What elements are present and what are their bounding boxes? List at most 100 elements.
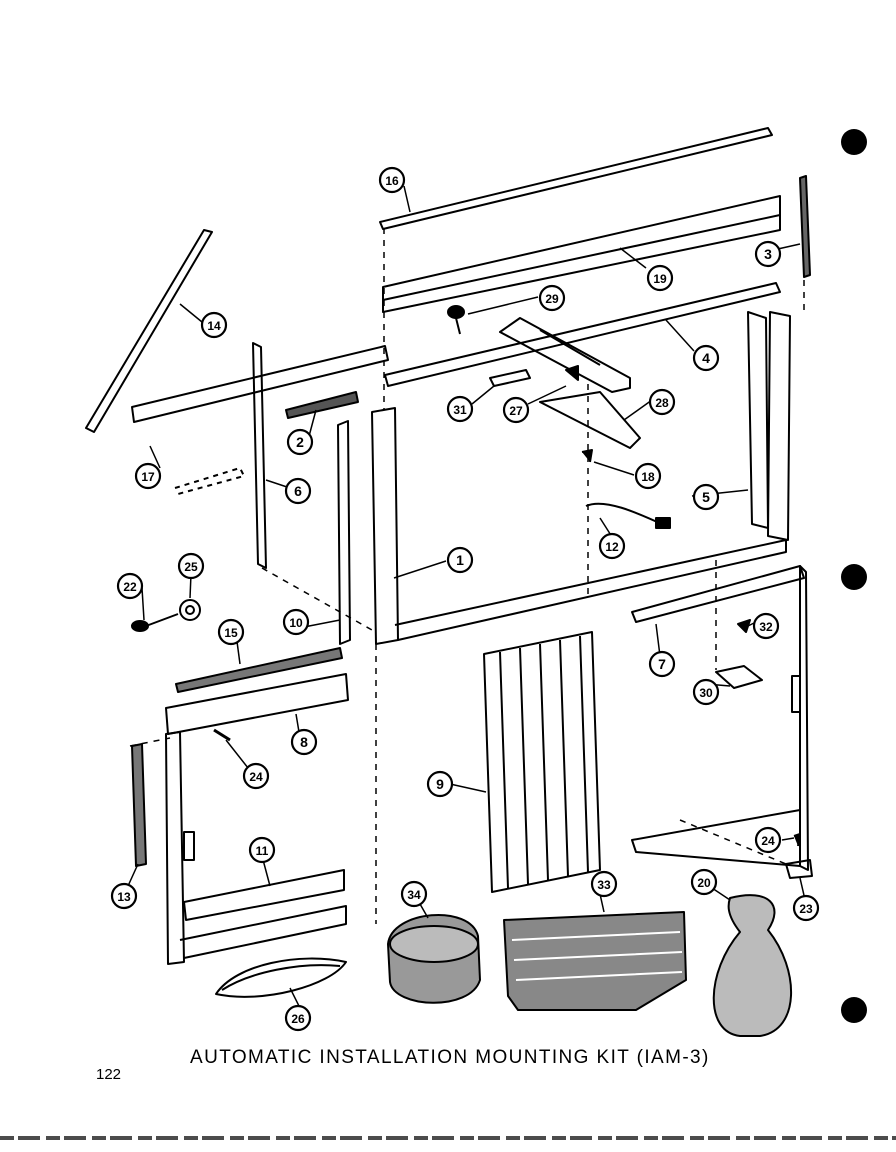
callout-c2: 2 bbox=[286, 428, 314, 456]
callout-label: 34 bbox=[407, 888, 421, 902]
part-9-accordion-panel bbox=[483, 631, 601, 893]
part-5-channel bbox=[747, 311, 769, 529]
callout-label: 25 bbox=[184, 560, 198, 574]
part-20-bag bbox=[712, 894, 793, 1037]
callout-label: 24 bbox=[761, 834, 775, 848]
part-33-foam-strips bbox=[503, 911, 687, 1011]
callout-label: 17 bbox=[141, 470, 155, 484]
callout-label: 23 bbox=[799, 902, 813, 916]
part-29-screw bbox=[447, 305, 465, 319]
callout-label: 14 bbox=[207, 319, 221, 333]
part-31-clip bbox=[489, 369, 531, 387]
callout-c12: 12 bbox=[598, 532, 626, 560]
callout-circle bbox=[648, 650, 676, 678]
part-14-rod bbox=[85, 229, 213, 433]
callout-c29: 29 bbox=[538, 284, 566, 312]
callout-label: 10 bbox=[289, 616, 303, 630]
callout-circle bbox=[646, 264, 674, 292]
binder-hole-middle bbox=[841, 564, 867, 590]
callout-label: 18 bbox=[641, 470, 655, 484]
callout-label: 6 bbox=[294, 483, 302, 499]
left-panel-bottom bbox=[179, 905, 347, 959]
callout-c8: 8 bbox=[290, 728, 318, 756]
part-10-channel bbox=[337, 420, 351, 645]
callout-c24b: 24 bbox=[754, 826, 782, 854]
part-19-top-channel bbox=[382, 195, 781, 313]
callout-c20: 20 bbox=[690, 868, 718, 896]
callout-label: 33 bbox=[597, 878, 611, 892]
callout-circle bbox=[134, 462, 162, 490]
part-6-channel bbox=[252, 342, 267, 569]
callout-c14: 14 bbox=[200, 311, 228, 339]
part-25-spacer bbox=[179, 599, 201, 621]
callout-c9: 9 bbox=[426, 770, 454, 798]
callout-label: 30 bbox=[699, 686, 713, 700]
scan-artifact-line bbox=[0, 1136, 896, 1140]
left-panel-latch bbox=[183, 831, 195, 861]
callout-label: 27 bbox=[509, 404, 523, 418]
callout-circle bbox=[284, 1004, 312, 1032]
callout-circle bbox=[177, 552, 205, 580]
callout-circle bbox=[502, 396, 530, 424]
callout-circle bbox=[426, 770, 454, 798]
callout-c34: 34 bbox=[400, 880, 428, 908]
callout-label: 19 bbox=[653, 272, 667, 286]
callout-circle bbox=[754, 826, 782, 854]
callout-label: 31 bbox=[453, 403, 467, 417]
callout-circle bbox=[242, 762, 270, 790]
callout-circle bbox=[248, 836, 276, 864]
callout-circle bbox=[538, 284, 566, 312]
callout-c33: 33 bbox=[590, 870, 618, 898]
part-30-bracket bbox=[715, 665, 763, 689]
callout-label: 22 bbox=[123, 580, 137, 594]
callout-c26: 26 bbox=[284, 1004, 312, 1032]
right-panel-side bbox=[799, 565, 809, 871]
callout-c5: 5 bbox=[692, 483, 720, 511]
callout-c28: 28 bbox=[648, 388, 676, 416]
callout-circle bbox=[634, 462, 662, 490]
callout-circle bbox=[286, 428, 314, 456]
callout-label: 20 bbox=[697, 876, 711, 890]
callout-c16: 16 bbox=[378, 166, 406, 194]
binder-hole-top bbox=[841, 129, 867, 155]
part-18-screw bbox=[581, 449, 593, 463]
callout-circle bbox=[446, 546, 474, 574]
callout-c32: 32 bbox=[752, 612, 780, 640]
callout-circle bbox=[116, 572, 144, 600]
callout-circle bbox=[792, 894, 820, 922]
callout-c27: 27 bbox=[502, 396, 530, 424]
callout-circle bbox=[217, 618, 245, 646]
part-12-wire bbox=[585, 502, 667, 527]
callout-c17: 17 bbox=[134, 462, 162, 490]
callout-label: 12 bbox=[605, 540, 619, 554]
part-17-tray bbox=[131, 345, 389, 423]
callout-circle bbox=[690, 868, 718, 896]
diagram-title: AUTOMATIC INSTALLATION MOUNTING KIT (IAM… bbox=[190, 1047, 710, 1068]
part-1-frame-right bbox=[767, 311, 791, 541]
callout-c15: 15 bbox=[217, 618, 245, 646]
callout-c11: 11 bbox=[248, 836, 276, 864]
callout-c31: 31 bbox=[446, 395, 474, 423]
part-2-strip bbox=[285, 391, 359, 419]
callout-circle bbox=[754, 240, 782, 268]
part-4-rail bbox=[384, 282, 781, 387]
callout-circle bbox=[290, 728, 318, 756]
part-24-screw-b bbox=[793, 833, 801, 847]
callout-c24a: 24 bbox=[242, 762, 270, 790]
callout-label: 2 bbox=[296, 434, 304, 450]
callout-label: 7 bbox=[658, 656, 666, 672]
part-24-screw-a bbox=[213, 728, 231, 742]
part-26-cord bbox=[215, 957, 347, 998]
right-panel-bottom bbox=[631, 809, 801, 867]
callout-label: 28 bbox=[655, 396, 669, 410]
part-4-bracket bbox=[499, 317, 631, 393]
part-3-strip bbox=[799, 175, 811, 278]
callout-c19: 19 bbox=[646, 264, 674, 292]
callout-circle bbox=[110, 882, 138, 910]
callout-label: 8 bbox=[300, 734, 308, 750]
callout-label: 26 bbox=[291, 1012, 305, 1026]
part-11-rail bbox=[183, 869, 345, 921]
part-22-bolt bbox=[131, 620, 149, 632]
callout-circle bbox=[200, 311, 228, 339]
